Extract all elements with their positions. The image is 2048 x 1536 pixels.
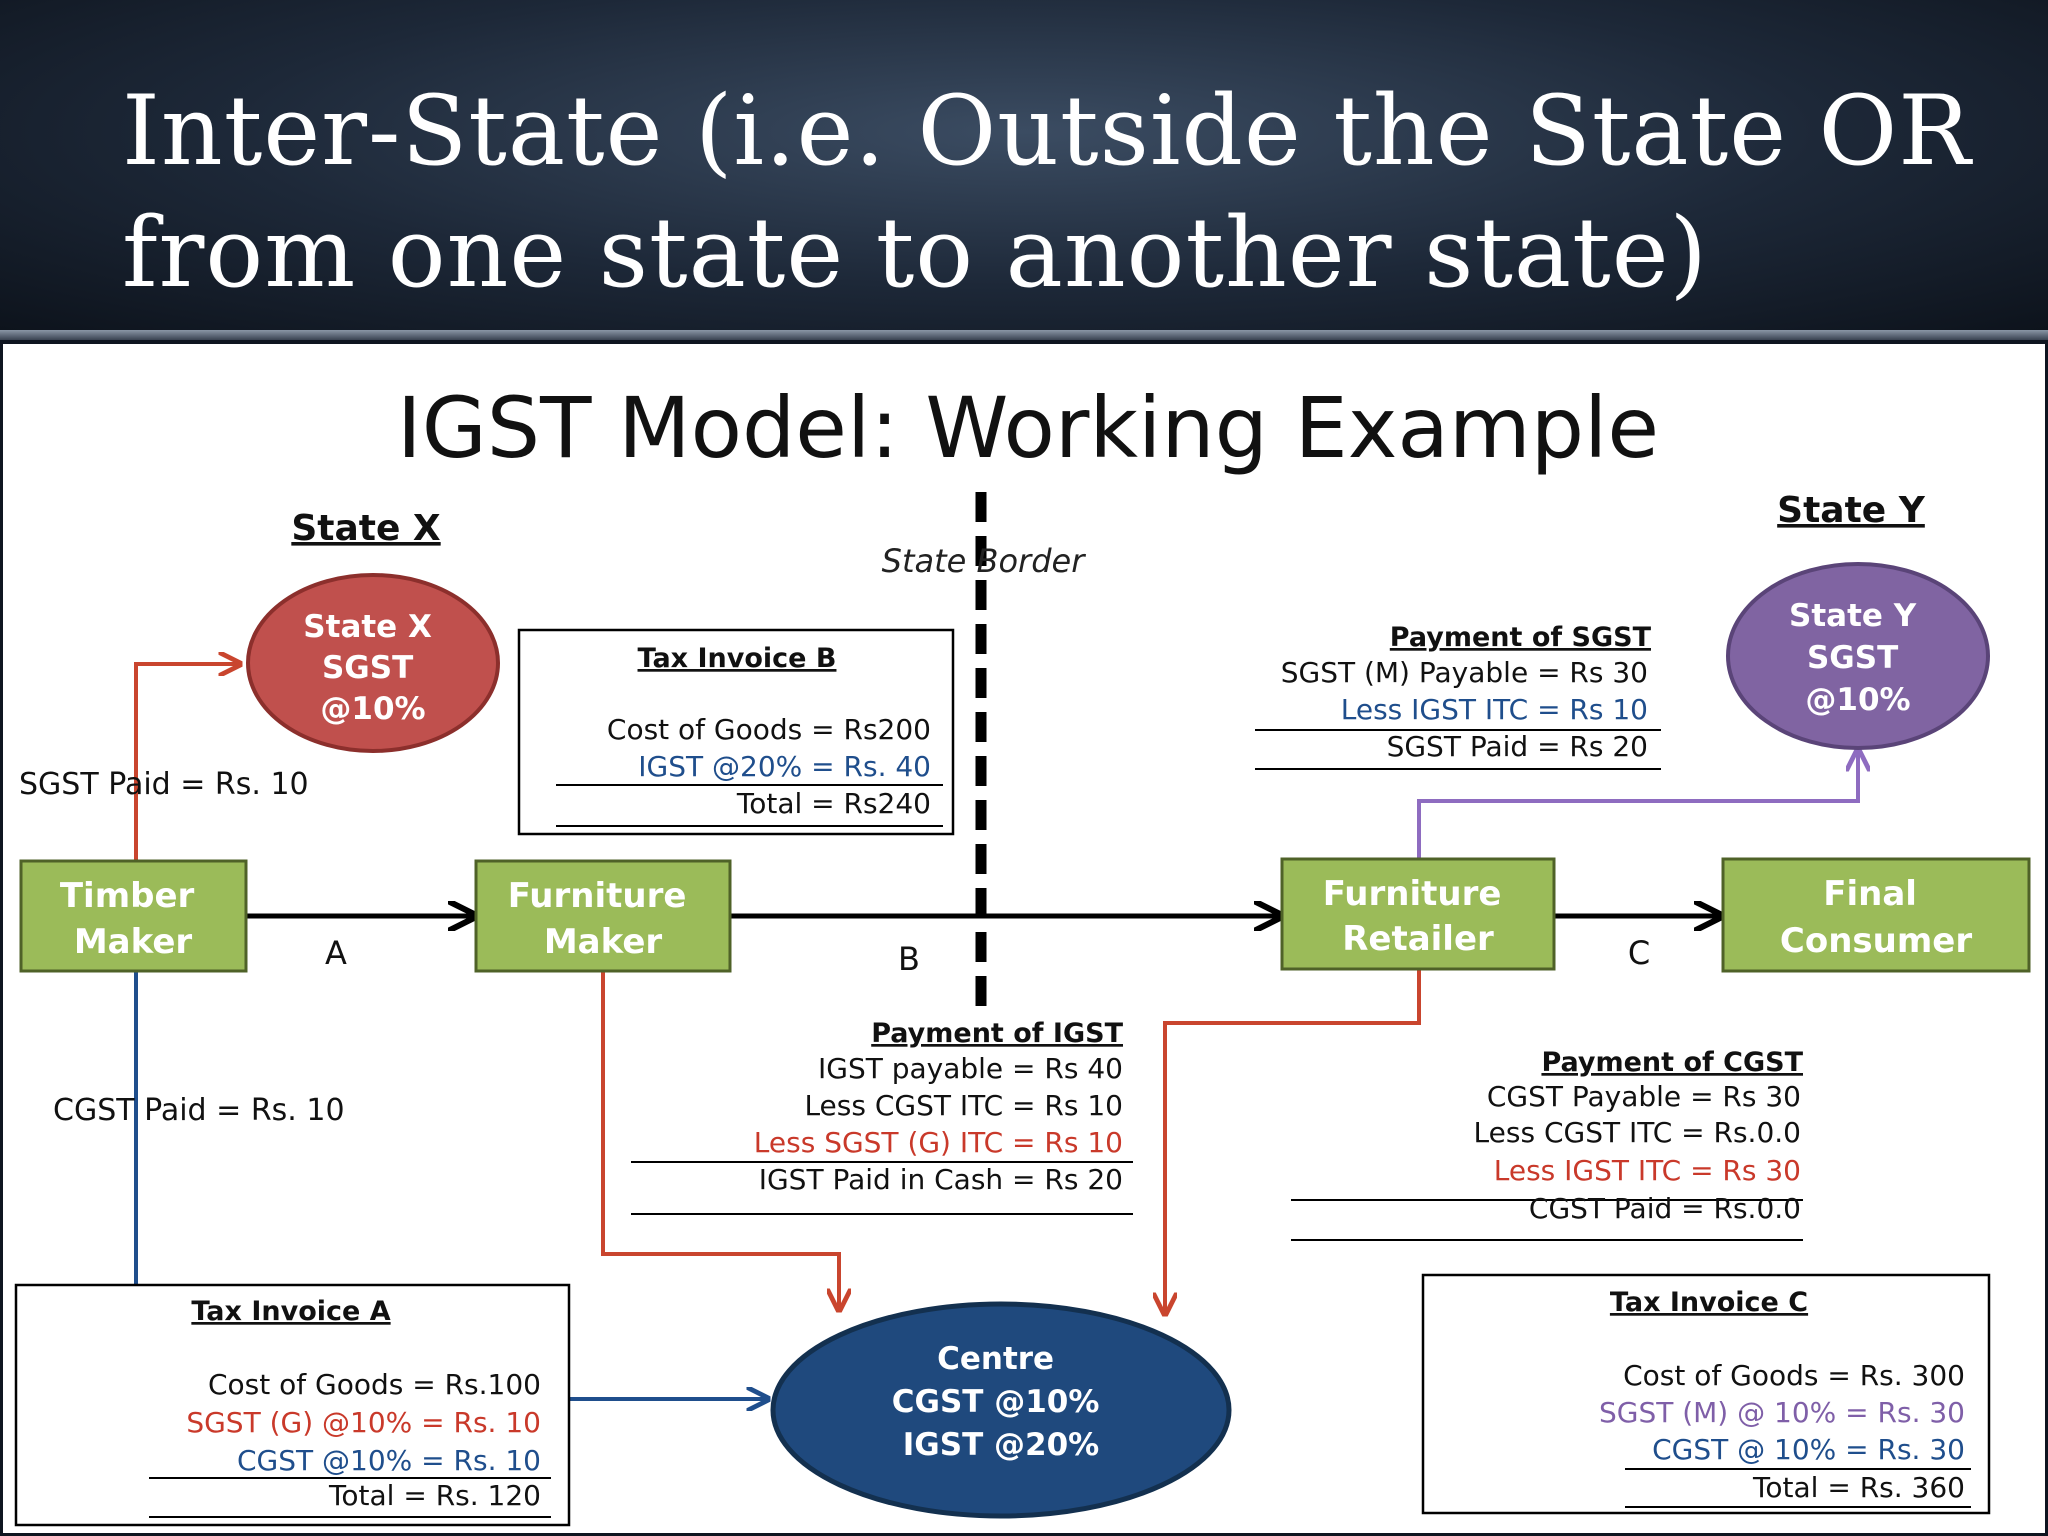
state-x-circle-text: State X SGST @10% (303, 609, 442, 727)
furniture-maker-line-2: Maker (544, 922, 663, 962)
tax-invoice-a-total: Total = Rs. 120 (328, 1479, 541, 1512)
header-divider (0, 330, 2048, 340)
tax-invoice-c-cost: Cost of Goods = Rs. 300 (1623, 1359, 1965, 1392)
payment-sgst-paid: SGST Paid = Rs 20 (1387, 730, 1648, 763)
state-y-sgst-circle (1726, 562, 1990, 750)
sgst-state-y-flow-arrow (1417, 750, 1858, 859)
payment-sgst-less-itc: Less IGST ITC = Rs 10 (1341, 693, 1648, 726)
final-consumer-line-1: Final (1823, 874, 1917, 914)
state-y-circle-line-1: State Y (1789, 598, 1917, 634)
centre-circle-line-2: CGST @10% (892, 1384, 1100, 1420)
payment-cgst-payable: CGST Payable = Rs 30 (1487, 1080, 1801, 1113)
furniture-maker-text: Furniture Maker (508, 876, 699, 962)
tax-invoice-a-heading: Tax Invoice A (191, 1296, 390, 1327)
slide-header: Inter-State (i.e. Outside the State OR f… (0, 0, 2048, 330)
centre-circle-text: Centre CGST @10% IGST @20% (892, 1341, 1110, 1463)
timber-maker-text: Timber Maker (60, 876, 206, 962)
edge-label-c: C (1628, 934, 1650, 972)
furniture-maker-line-1: Furniture (508, 876, 687, 916)
state-y-circle-text: State Y SGST @10% (1789, 598, 1927, 718)
payment-igst-heading: Payment of IGST (871, 1018, 1123, 1049)
furniture-retailer-box (1280, 857, 1556, 971)
payment-cgst-less-cgst: Less CGST ITC = Rs.0.0 (1474, 1116, 1801, 1149)
edge-label-b: B (898, 940, 920, 978)
state-x-circle-line-3: @10% (320, 691, 425, 727)
state-border-label: State Border (882, 542, 1087, 580)
tax-invoice-c-box (1421, 1273, 1991, 1515)
tax-invoice-b-box (517, 628, 955, 836)
payment-sgst-heading: Payment of SGST (1390, 622, 1652, 653)
tax-invoice-c-total: Total = Rs. 360 (1752, 1471, 1965, 1504)
centre-circle-line-3: IGST @20% (903, 1427, 1099, 1463)
tax-invoice-a-cost: Cost of Goods = Rs.100 (208, 1368, 541, 1401)
slide-title-line-1: Inter-State (i.e. Outside the State OR (122, 75, 1972, 187)
state-x-sgst-circle (246, 573, 500, 753)
centre-cgst-igst-circle (770, 1301, 1232, 1519)
tax-invoice-a-cgst: CGST @10% = Rs. 10 (237, 1444, 541, 1477)
slide-title-line-2: from one state to another state) (122, 197, 1708, 309)
furniture-retailer-text: Furniture Retailer (1323, 874, 1514, 959)
timber-maker-box (19, 859, 248, 973)
state-x-label: State X (291, 508, 441, 549)
payment-igst-less-cgst: Less CGST ITC = Rs 10 (804, 1089, 1123, 1122)
tax-invoice-c-heading: Tax Invoice C (1610, 1287, 1808, 1318)
igst-model-diagram: IGST Model: Working Example State X Stat… (14, 379, 2031, 1527)
furniture-retailer-line-2: Retailer (1342, 919, 1494, 959)
tax-invoice-c-cgst: CGST @ 10% = Rs. 30 (1652, 1433, 1965, 1466)
diagram-title: IGST Model: Working Example (397, 379, 1659, 477)
final-consumer-line-2: Consumer (1780, 921, 1972, 961)
state-y-circle-line-2: SGST (1807, 640, 1898, 676)
payment-igst-less-sgst: Less SGST (G) ITC = Rs 10 (754, 1126, 1123, 1159)
tax-invoice-b-heading: Tax Invoice B (638, 643, 837, 674)
sgst-paid-label: SGST Paid = Rs. 10 (19, 767, 309, 802)
furniture-maker-box (474, 859, 732, 973)
edge-label-a: A (325, 934, 347, 972)
payment-cgst-heading: Payment of CGST (1541, 1047, 1803, 1078)
tax-invoice-a-sgst: SGST (G) @10% = Rs. 10 (186, 1406, 541, 1439)
tax-invoice-b-igst: IGST @20% = Rs. 40 (638, 750, 931, 783)
diagram-panel: IGST Model: Working Example State X Stat… (3, 344, 2045, 1533)
timber-maker-line-1: Timber (60, 876, 195, 916)
state-y-circle-line-3: @10% (1805, 682, 1910, 718)
tax-invoice-b-total: Total = Rs240 (736, 787, 931, 820)
igst-flow-arrow (601, 971, 839, 1310)
payment-cgst-paid: CGST Paid = Rs.0.0 (1529, 1192, 1801, 1225)
state-x-circle-line-1: State X (303, 609, 432, 645)
payment-igst-paid: IGST Paid in Cash = Rs 20 (759, 1163, 1123, 1196)
centre-circle-line-1: Centre (937, 1341, 1054, 1377)
final-consumer-text: Final Consumer (1780, 874, 1972, 961)
timber-maker-line-2: Maker (74, 922, 193, 962)
state-y-label: State Y (1777, 490, 1926, 531)
tax-invoice-c-sgst: SGST (M) @ 10% = Rs. 30 (1599, 1396, 1965, 1429)
final-consumer-box (1721, 857, 2031, 973)
cgst-retailer-flow-arrow (1165, 969, 1421, 1314)
state-x-circle-line-2: SGST (322, 650, 413, 686)
cgst-paid-label: CGST Paid = Rs. 10 (53, 1093, 345, 1128)
sgst-flow-arrow (134, 664, 240, 861)
tax-invoice-b-cost: Cost of Goods = Rs200 (607, 713, 931, 746)
furniture-retailer-line-1: Furniture (1323, 874, 1502, 914)
payment-igst-payable: IGST payable = Rs 40 (818, 1052, 1123, 1085)
tax-invoice-a-box (14, 1283, 571, 1527)
payment-sgst-payable: SGST (M) Payable = Rs 30 (1281, 656, 1648, 689)
payment-cgst-less-igst: Less IGST ITC = Rs 30 (1494, 1154, 1801, 1187)
slide-title: Inter-State (i.e. Outside the State OR f… (122, 70, 2002, 314)
